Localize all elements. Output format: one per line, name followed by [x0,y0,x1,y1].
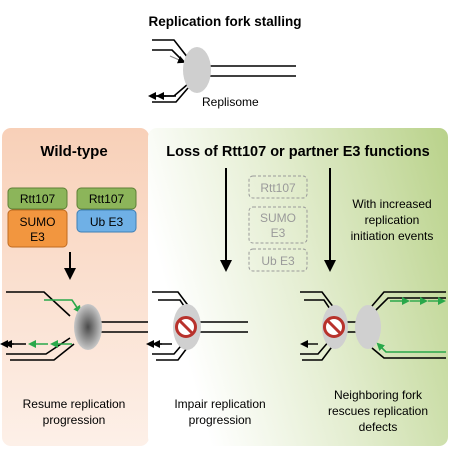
sumo-e3-label-line1: SUMO [20,215,56,229]
rescue-line2: rescues replication [328,404,428,418]
loss-panel [148,128,448,446]
wild-type-title: Wild-type [40,143,107,160]
rtt107-label-b: Rtt107 [89,192,125,206]
sumo-e3-label-line2: E3 [30,230,45,244]
missing-rtt107-label: Rtt107 [260,181,296,195]
missing-sumo-box [248,206,308,244]
rtt107-box-a [7,187,68,210]
missing-ub-e3-label: Ub E3 [261,254,295,268]
stop-sign-icon [175,316,197,338]
increased-initiation-line2: replication [365,213,420,227]
impair-line2: progression [189,413,252,427]
impair-line1: Impair replication [174,397,265,411]
ub-e3-label: Ub E3 [90,215,124,229]
ub-e3-box [76,209,137,233]
stalled-fork [146,291,248,361]
neighboring-replisome [355,305,381,349]
active-replisome [74,304,102,350]
rtt107-box-b [76,187,137,210]
missing-sumo-label-line2: E3 [271,226,286,240]
sumo-e3-box [7,209,68,248]
wild-type-outcome-line1: Resume replication [23,397,126,411]
rtt107-label-a: Rtt107 [20,192,56,206]
rescue-line3: defects [359,420,398,434]
missing-sumo-label-line1: SUMO [260,211,296,225]
increased-initiation-line3: initiation events [351,229,434,243]
top-title: Replication fork stalling [148,14,301,29]
loss-title: Loss of Rtt107 or partner E3 functions [166,144,429,160]
replisome-label: Replisome [202,95,259,109]
missing-ub-e3-box [248,248,308,272]
stop-sign-icon-2 [323,316,345,338]
increased-initiation-line1: With increased [352,197,431,211]
wild-type-outcome-line2: progression [43,413,106,427]
top-fork [148,39,296,103]
replisome-shape [183,47,211,93]
rescue-forks [300,291,446,361]
missing-rtt107-box [248,175,308,199]
wild-type-fork [0,291,148,361]
rescue-line1: Neighboring fork [334,388,423,402]
